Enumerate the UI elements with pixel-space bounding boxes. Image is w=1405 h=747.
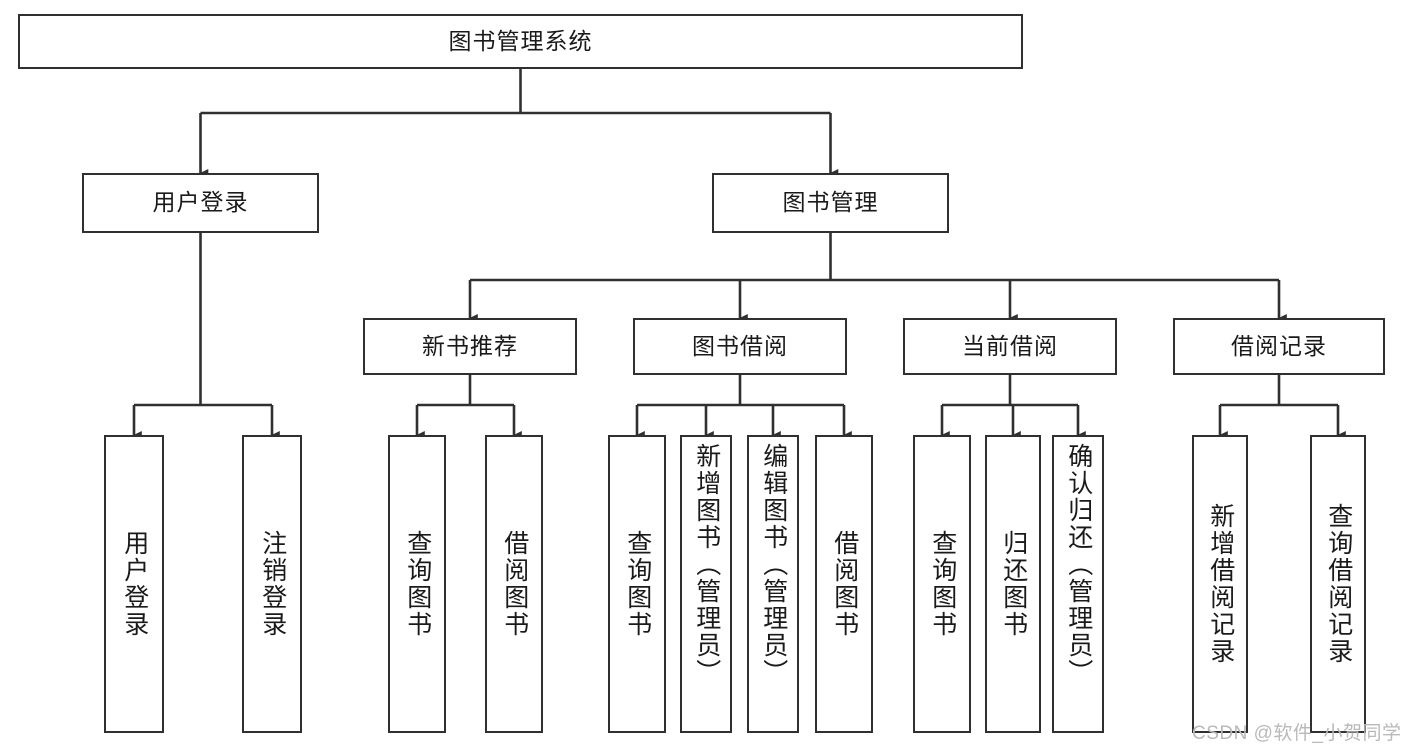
node-label: 用户登录 bbox=[120, 530, 149, 638]
node-label: 用户登录 bbox=[152, 189, 249, 216]
leaf-leaf-query-borrow-record[interactable]: 查询借阅记录 bbox=[1310, 435, 1366, 733]
csdn-watermark: CSDN @软件_小贺同学 bbox=[1192, 723, 1402, 744]
leaf-leaf-confirm-return-admin[interactable]: 确认归还（管理员） bbox=[1052, 435, 1104, 733]
leaf-leaf-borrow-book-1[interactable]: 借阅图书 bbox=[485, 435, 543, 733]
node-new-book-recommend[interactable]: 新书推荐 bbox=[363, 318, 577, 375]
node-label: 新增图书（管理员） bbox=[692, 443, 721, 686]
leaf-leaf-user-login[interactable]: 用户登录 bbox=[104, 435, 164, 733]
node-label: 确认归还（管理员） bbox=[1064, 443, 1093, 686]
node-label: 查询借阅记录 bbox=[1324, 503, 1353, 665]
leaf-leaf-query-book-1[interactable]: 查询图书 bbox=[388, 435, 446, 733]
node-label: 新增借阅记录 bbox=[1206, 503, 1235, 665]
node-label: 归还图书 bbox=[999, 530, 1028, 638]
node-label: 注销登录 bbox=[258, 530, 287, 638]
leaf-leaf-return-book[interactable]: 归还图书 bbox=[985, 435, 1041, 733]
node-borrow-record[interactable]: 借阅记录 bbox=[1173, 318, 1385, 375]
node-book-manage[interactable]: 图书管理 bbox=[712, 173, 949, 233]
leaf-leaf-logout[interactable]: 注销登录 bbox=[242, 435, 302, 733]
node-label: 编辑图书（管理员） bbox=[759, 443, 788, 686]
leaf-leaf-borrow-book-2[interactable]: 借阅图书 bbox=[815, 435, 873, 733]
node-label: 借阅图书 bbox=[830, 530, 859, 638]
node-label: 新书推荐 bbox=[422, 332, 518, 359]
node-label: 借阅记录 bbox=[1231, 332, 1327, 359]
node-label: 图书管理系统 bbox=[448, 27, 593, 54]
leaf-leaf-edit-book-admin[interactable]: 编辑图书（管理员） bbox=[747, 435, 799, 733]
node-label: 查询图书 bbox=[928, 530, 957, 638]
node-label: 图书借阅 bbox=[692, 332, 788, 359]
node-label: 借阅图书 bbox=[500, 530, 529, 638]
node-label: 查询图书 bbox=[623, 530, 652, 638]
node-label: 图书管理 bbox=[782, 189, 879, 216]
leaf-leaf-query-book-2[interactable]: 查询图书 bbox=[608, 435, 666, 733]
node-user-login[interactable]: 用户登录 bbox=[82, 173, 319, 233]
leaf-leaf-query-book-3[interactable]: 查询图书 bbox=[913, 435, 971, 733]
node-label: 当前借阅 bbox=[962, 332, 1058, 359]
leaf-leaf-add-book-admin[interactable]: 新增图书（管理员） bbox=[680, 435, 732, 733]
node-root[interactable]: 图书管理系统 bbox=[18, 14, 1023, 69]
node-label: 查询图书 bbox=[403, 530, 432, 638]
node-current-borrow[interactable]: 当前借阅 bbox=[903, 318, 1117, 375]
node-book-borrow[interactable]: 图书借阅 bbox=[633, 318, 847, 375]
leaf-leaf-add-borrow-record[interactable]: 新增借阅记录 bbox=[1192, 435, 1248, 733]
